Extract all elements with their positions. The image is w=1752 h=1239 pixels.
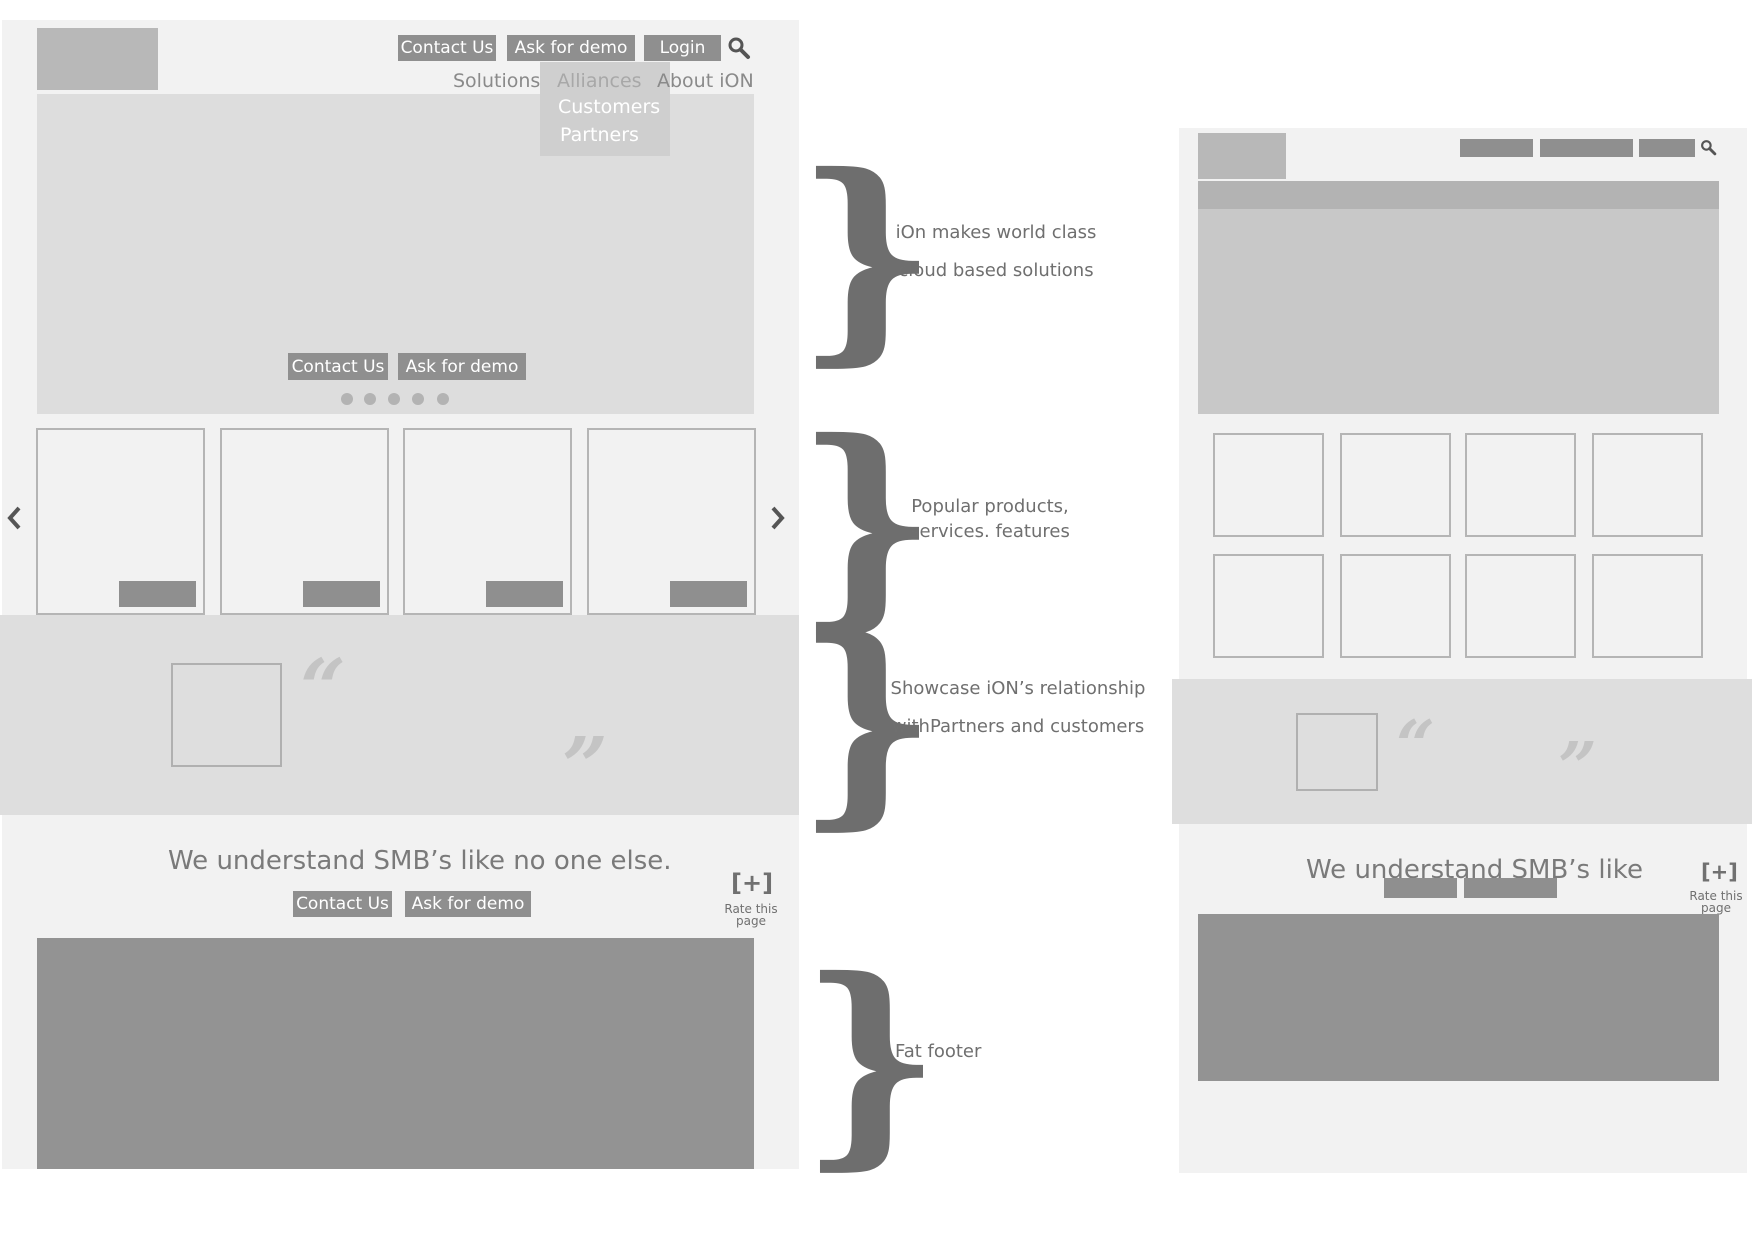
annotation-footer: Fat footer xyxy=(895,1033,981,1071)
mobile-close-quote-icon: ” xyxy=(1558,728,1598,808)
nav-item-alliances-highlight xyxy=(540,62,645,96)
cta-contact-us-button[interactable]: Contact Us xyxy=(293,891,392,917)
hero-contact-us-button[interactable]: Contact Us xyxy=(288,353,388,380)
mobile-logo-placeholder[interactable] xyxy=(1198,133,1286,179)
fat-footer xyxy=(37,938,754,1169)
cta-ask-for-demo-button[interactable]: Ask for demo xyxy=(405,891,531,917)
mobile-rate-this-page-label[interactable]: Rate this page xyxy=(1689,889,1743,915)
hero-ask-for-demo-button[interactable]: Ask for demo xyxy=(398,353,526,380)
mobile-product-tile[interactable] xyxy=(1465,554,1576,658)
mobile-product-tile[interactable] xyxy=(1340,554,1451,658)
nav-item-solutions[interactable]: Solutions xyxy=(453,70,541,92)
mobile-header-button[interactable] xyxy=(1540,139,1633,157)
product-card-button[interactable] xyxy=(670,581,747,607)
annotation-hero: iOn makes world class cloud based soluti… xyxy=(880,214,1112,290)
annotation-line: withPartners and customers xyxy=(891,716,1145,737)
search-icon[interactable] xyxy=(727,36,751,60)
logo-placeholder[interactable] xyxy=(37,28,158,90)
slide-dot[interactable] xyxy=(412,393,424,405)
mobile-header-button[interactable] xyxy=(1460,139,1533,157)
mobile-product-tile[interactable] xyxy=(1592,554,1703,658)
rate-this-page-label[interactable]: Rate this page xyxy=(724,902,778,928)
annotation-line: Popular products, xyxy=(911,496,1069,517)
close-quote-icon: ” xyxy=(562,719,609,813)
mobile-product-tile[interactable] xyxy=(1213,554,1324,658)
nav-item-about-ion[interactable]: About iON xyxy=(657,70,754,92)
header-ask-for-demo-button[interactable]: Ask for demo xyxy=(507,35,635,61)
slide-dot[interactable] xyxy=(388,393,400,405)
dropdown-item-customers[interactable]: Customers xyxy=(558,96,661,118)
product-card-button[interactable] xyxy=(303,581,380,607)
annotation-products: Popular products, services. features xyxy=(880,494,1100,544)
chevron-left-icon[interactable] xyxy=(6,504,24,532)
product-card-button[interactable] xyxy=(119,581,196,607)
brace-icon: } xyxy=(796,392,938,651)
mobile-fat-footer xyxy=(1198,914,1719,1081)
mobile-rate-plus-icon[interactable]: [+] xyxy=(1701,860,1738,884)
annotation-line: services. features xyxy=(910,521,1070,542)
rate-plus-icon[interactable]: [+] xyxy=(731,869,774,897)
annotation-line: Fat footer xyxy=(895,1041,982,1062)
slide-dot[interactable] xyxy=(437,393,449,405)
mobile-open-quote-icon: “ xyxy=(1396,706,1436,786)
annotation-testimonials: Showcase iON’s relationship withPartners… xyxy=(880,670,1156,746)
mobile-cta-button[interactable] xyxy=(1464,878,1557,898)
mobile-search-icon[interactable] xyxy=(1700,139,1717,156)
header-login-button[interactable]: Login xyxy=(644,35,721,61)
nav-item-alliances[interactable]: Alliances xyxy=(557,70,642,92)
mobile-product-tile[interactable] xyxy=(1465,433,1576,537)
open-quote-icon: “ xyxy=(300,641,347,735)
testimonial-band xyxy=(0,615,799,815)
brace-icon: } xyxy=(796,590,938,849)
mobile-product-tile[interactable] xyxy=(1340,433,1451,537)
header-contact-us-button[interactable]: Contact Us xyxy=(398,35,496,61)
cta-tagline: We understand SMB’s like no one else. xyxy=(168,846,672,876)
dropdown-item-partners[interactable]: Partners xyxy=(560,124,639,146)
chevron-right-icon[interactable] xyxy=(768,504,786,532)
mobile-nav-bar xyxy=(1198,181,1719,209)
dropdown-menu xyxy=(540,94,670,156)
annotation-line: iOn makes world class xyxy=(895,222,1097,243)
annotation-line: cloud based solutions xyxy=(898,260,1094,281)
slide-dot[interactable] xyxy=(341,393,353,405)
slide-dot[interactable] xyxy=(364,393,376,405)
testimonial-photo xyxy=(171,663,282,767)
mobile-product-tile[interactable] xyxy=(1592,433,1703,537)
mobile-cta-button[interactable] xyxy=(1384,878,1457,898)
mobile-header-button[interactable] xyxy=(1639,139,1695,157)
brace-icon: } xyxy=(800,930,942,1189)
mobile-hero-banner xyxy=(1198,181,1719,414)
mobile-testimonial-band xyxy=(1172,679,1752,824)
mobile-testimonial-photo xyxy=(1296,713,1378,791)
annotation-line: Showcase iON’s relationship xyxy=(890,678,1146,699)
brace-icon: } xyxy=(796,126,938,385)
product-card-button[interactable] xyxy=(486,581,563,607)
mobile-product-tile[interactable] xyxy=(1213,433,1324,537)
